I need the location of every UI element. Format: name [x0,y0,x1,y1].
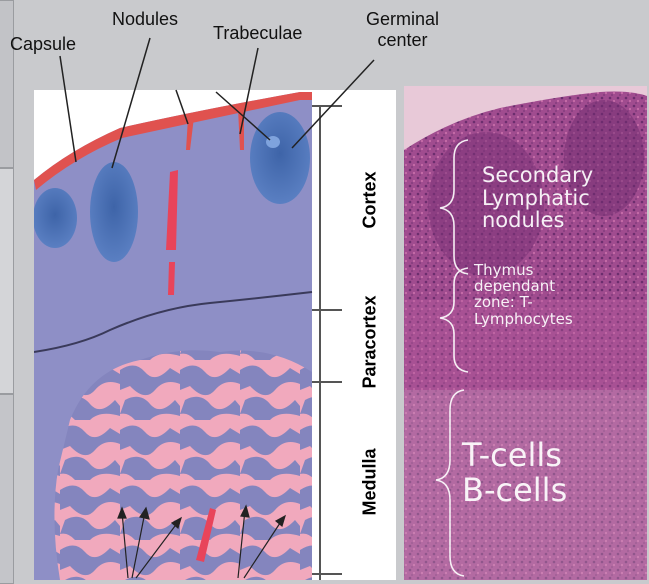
zone-paracortex: Paracortex [360,295,381,388]
secondary-line-3: nodules [482,209,593,232]
germinal-center-line-1: Germinal [366,9,439,30]
secondary-line-2: Lymphatic [482,187,593,210]
zone-medulla: Medulla [360,448,381,515]
trabecula-4 [168,262,175,295]
trabeculae-label: Trabeculae [213,24,302,42]
secondary-line-1: Secondary [482,164,593,187]
thymus-line-2: dependant [474,278,573,294]
thymus-zone-label: Thymus dependant zone: T- Lymphocytes [474,262,573,327]
nodule-1 [33,188,77,248]
lymph-node-diagram [33,90,396,580]
cells-line-2: B-cells [462,473,567,508]
cells-line-1: T-cells [462,438,567,473]
secondary-nodules-label: Secondary Lymphatic nodules [482,164,593,232]
germinal-center-line-2: center [366,30,439,51]
medulla-region [54,350,312,580]
nodule-3 [250,112,310,204]
nodule-2 [90,162,138,262]
cells-label: T-cells B-cells [462,438,567,507]
thymus-line-1: Thymus [474,262,573,278]
capsule-label: Capsule [10,35,76,53]
zone-cortex: Cortex [360,171,381,228]
nodules-label: Nodules [112,10,178,28]
thymus-line-3: zone: T- [474,294,573,310]
thymus-line-4: Lymphocytes [474,311,573,327]
germinal-center-label: Germinal center [366,9,439,50]
